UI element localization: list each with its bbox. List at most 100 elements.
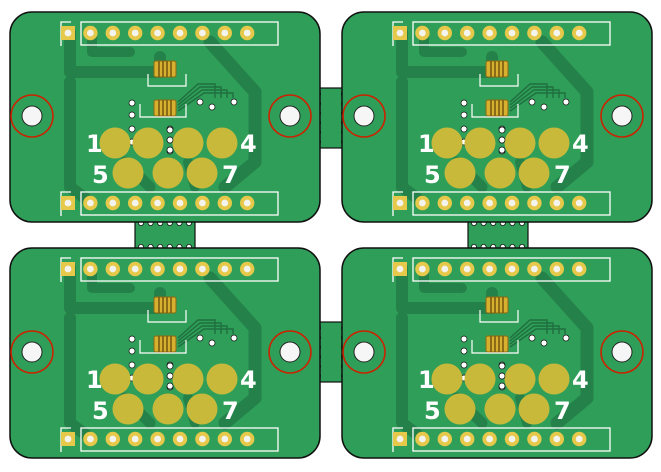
contact-pad [172,363,204,395]
component-outline [147,74,187,87]
contact-pad [186,157,218,189]
header-outline [80,427,279,452]
pin-hole [243,435,251,443]
via [166,362,174,370]
contact-pad [206,363,238,395]
pin-hole [419,199,426,207]
signal-traces [509,319,566,348]
via [128,125,136,133]
via [128,111,136,119]
header-outline [412,21,611,46]
breakaway-tab [467,219,529,251]
pin-hole [131,265,139,273]
smd-resistor [153,296,177,314]
via [166,382,174,390]
pin-header [60,427,279,452]
contact-pad [431,363,463,395]
via [230,98,238,106]
via [562,334,570,342]
component-outline [147,310,187,323]
pin-hole [64,265,72,273]
via [166,126,174,134]
pin-hole [154,435,162,443]
via [540,103,548,111]
breakaway-tab [134,219,196,251]
pin-hole [486,435,493,443]
component-outline [479,74,519,87]
pin-hole [441,29,449,37]
signal-traces [509,83,566,112]
pin-hole [154,29,162,37]
component-outline [471,340,519,354]
via [498,362,506,370]
pin-hole [109,199,117,207]
contact-pad [464,127,496,159]
contact-pad [152,393,184,425]
pad-number-label: 5 [424,161,441,189]
via [196,334,204,342]
smd-resistor [485,296,509,314]
via [498,372,506,380]
pad-number-label: 5 [92,397,109,425]
pin-hole [441,435,449,443]
component-outline [471,104,519,118]
pin-hole [87,265,94,273]
via [460,99,468,107]
pin-hole [419,435,426,443]
pin-hole [64,199,72,207]
contact-pad [518,393,550,425]
via [498,146,506,154]
pin-hole [199,265,206,273]
contact-pad [112,157,144,189]
contact-pad [484,157,516,189]
pin-hole [176,199,184,207]
via [540,339,548,347]
pin-hole [553,199,561,207]
pin-hole [508,199,516,207]
mounting-hole [600,94,644,138]
contact-pad [504,127,536,159]
via [166,372,174,380]
pin-hole [221,435,229,443]
pin-hole [486,29,493,37]
pin-hole [87,29,94,37]
pin-hole [199,435,206,443]
mounting-hole [10,330,54,374]
pin-header [392,191,611,216]
pin-header [392,427,611,452]
via [528,334,536,342]
pin-hole [531,435,538,443]
pin-hole [575,199,583,207]
pin-hole [419,29,426,37]
component-outline [139,104,187,118]
via [460,111,468,119]
pin-header [60,191,279,216]
signal-traces [177,83,234,112]
via [528,98,536,106]
pin-hole [154,199,162,207]
via [196,98,204,106]
via [208,339,216,347]
pin-hole [87,435,94,443]
contact-pad [444,393,476,425]
pin-hole [441,265,449,273]
pin-hole [87,199,94,207]
contact-pad [518,157,550,189]
pad-number-label: 5 [92,161,109,189]
contact-pad [99,363,131,395]
pin-hole [131,29,139,37]
pin-header [60,21,279,46]
contact-pad [464,363,496,395]
pin-header [392,21,611,46]
pin-hole [64,435,72,443]
pad-number-label: 7 [554,161,571,189]
via [562,98,570,106]
via [128,99,136,107]
pin-hole [396,199,404,207]
via [230,334,238,342]
pad-number-label: 4 [240,130,257,158]
pin-hole [553,435,561,443]
via [498,126,506,134]
contact-pad [484,393,516,425]
